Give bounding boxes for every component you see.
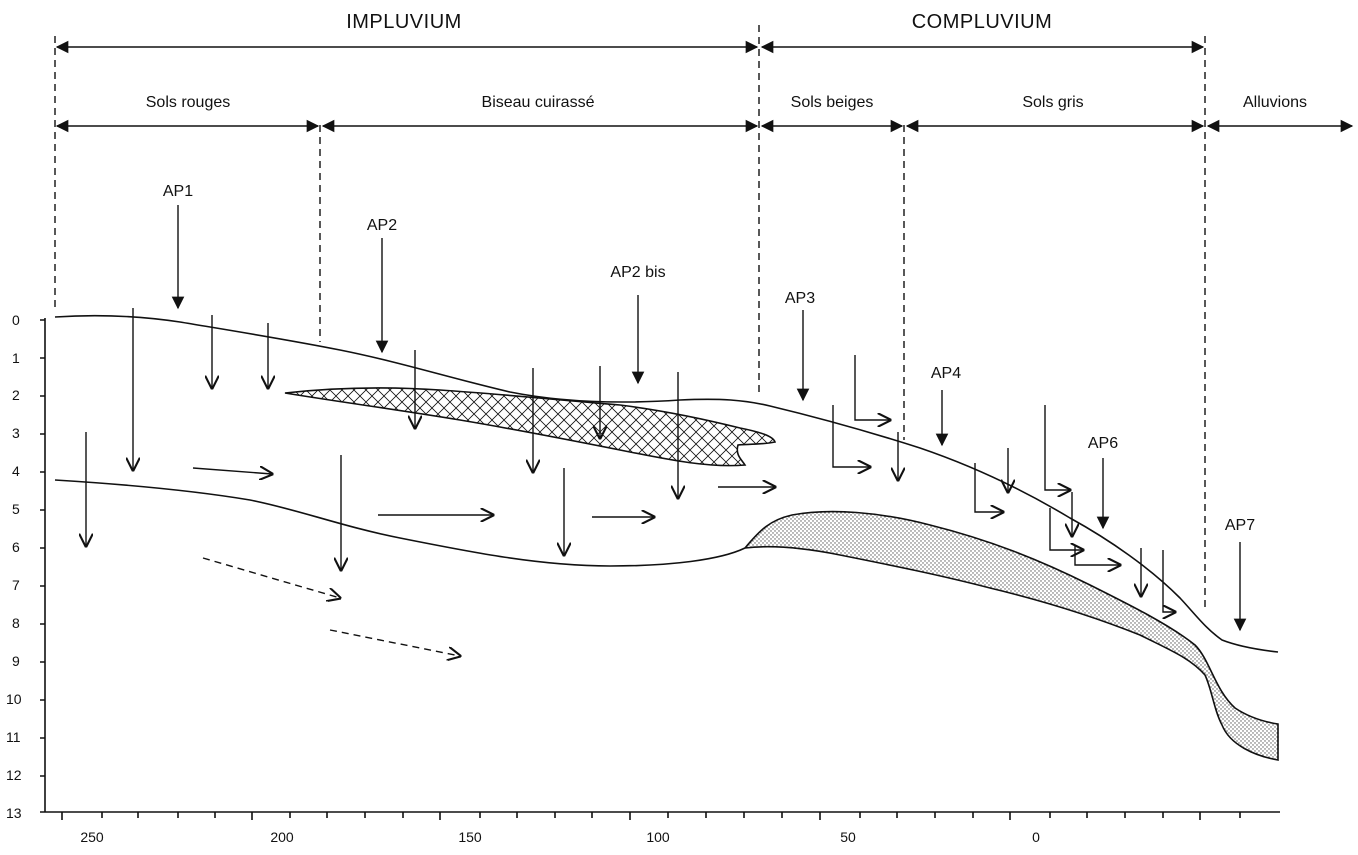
y-tick-10: 10 xyxy=(6,691,22,707)
y-tick-11: 11 xyxy=(6,729,21,745)
biseau-cuirasse-label: Biseau cuirassé xyxy=(482,94,595,111)
x-tick-50: 50 xyxy=(840,829,856,845)
x-tick-150: 150 xyxy=(458,829,482,845)
ap2-label: AP2 xyxy=(367,217,397,234)
ap7-label: AP7 xyxy=(1225,517,1255,534)
y-tick-5: 5 xyxy=(12,501,20,517)
compluvium-label: COMPLUVIUM xyxy=(912,11,1053,33)
y-tick-0: 0 xyxy=(12,312,20,328)
y-tick-6: 6 xyxy=(12,539,20,555)
sols-rouges-label: Sols rouges xyxy=(146,94,231,111)
ground-surface-line xyxy=(54,314,1279,653)
y-tick-1: 1 xyxy=(12,350,20,366)
y-tick-12: 12 xyxy=(6,767,22,783)
alluvions-label: Alluvions xyxy=(1243,94,1307,111)
x-tick-200: 200 xyxy=(270,829,294,845)
ap1-label: AP1 xyxy=(163,183,193,200)
y-tick-2: 2 xyxy=(12,387,20,403)
sols-beiges-label: Sols beiges xyxy=(791,94,874,111)
impluvium-label: IMPLUVIUM xyxy=(346,11,462,33)
x-axis-ticks: 250 200 150 100 50 0 xyxy=(61,812,1241,845)
sols-gris-label: Sols gris xyxy=(1022,94,1083,111)
y-axis-ticks: 0 1 2 3 4 5 6 7 8 9 10 11 12 13 xyxy=(6,312,45,821)
x-tick-100: 100 xyxy=(646,829,670,845)
y-tick-3: 3 xyxy=(12,425,20,441)
y-tick-4: 4 xyxy=(12,463,20,479)
y-tick-13: 13 xyxy=(6,805,22,821)
stippled-horizon xyxy=(743,510,1279,761)
ap2bis-label: AP2 bis xyxy=(610,264,665,281)
x-tick-0: 0 xyxy=(1032,829,1040,845)
x-tick-250: 250 xyxy=(80,829,104,845)
y-tick-7: 7 xyxy=(12,577,20,593)
y-tick-8: 8 xyxy=(12,615,20,631)
ap6-label: AP6 xyxy=(1088,435,1118,452)
ap3-label: AP3 xyxy=(785,290,815,307)
cuirasse-lens xyxy=(284,387,777,467)
y-tick-9: 9 xyxy=(12,653,20,669)
lateral-flow-arrows xyxy=(192,355,1175,612)
ap4-label: AP4 xyxy=(931,365,961,382)
infiltration-arrows xyxy=(86,308,1141,596)
deep-flow-dashed-arrows xyxy=(202,557,460,656)
soil-base-line xyxy=(54,479,746,567)
